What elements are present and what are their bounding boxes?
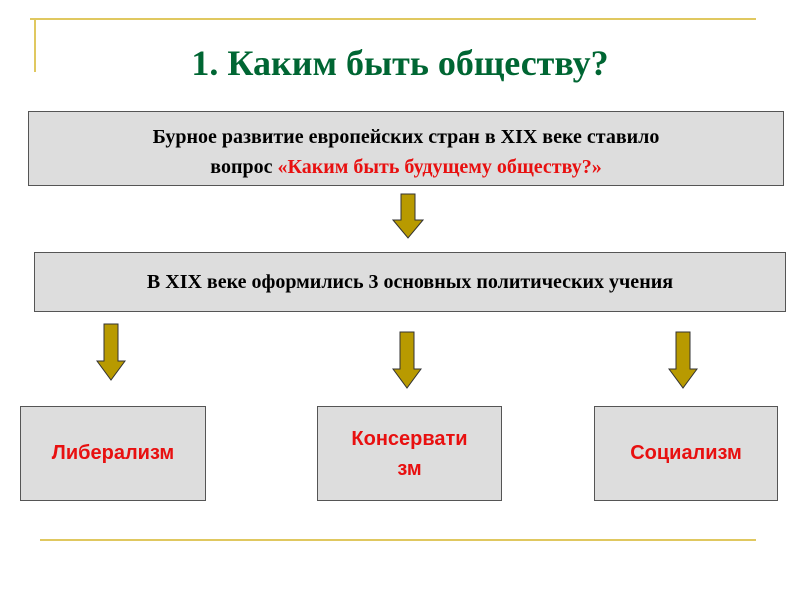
decor-left-line bbox=[34, 18, 36, 72]
down-arrow-icon bbox=[392, 331, 422, 389]
down-arrow-icon bbox=[392, 193, 424, 239]
intro-line-2: вопрос «Каким быть будущему обществу?» bbox=[29, 152, 783, 182]
intro-line-1: Бурное развитие европейских стран в XIX … bbox=[152, 126, 660, 148]
doctrine-socialism-box: Социализм bbox=[594, 406, 778, 501]
page-title: 1. Каким быть обществу? bbox=[191, 43, 609, 83]
decor-top-line bbox=[30, 18, 756, 20]
intro-line-2-text: вопрос bbox=[210, 156, 278, 178]
intro-question: «Каким быть будущему обществу?» bbox=[277, 156, 602, 178]
doctrine-conservatism-label-line2: зм bbox=[397, 457, 422, 480]
doctrine-liberalism-box: Либерализм bbox=[20, 406, 206, 501]
doctrine-liberalism-label: Либерализм bbox=[51, 442, 175, 464]
down-arrow-icon bbox=[96, 323, 126, 381]
doctrine-conservatism-box: Консервати зм bbox=[317, 406, 502, 501]
doctrine-conservatism-label-line1: Консервати bbox=[351, 427, 468, 450]
doctrines-text: В XIX веке оформились 3 основных политич… bbox=[146, 270, 674, 293]
intro-box: Бурное развитие европейских стран в XIX … bbox=[28, 111, 784, 186]
doctrine-socialism-label: Социализм bbox=[630, 442, 742, 464]
decor-bottom-line bbox=[40, 539, 756, 541]
down-arrow-icon bbox=[668, 331, 698, 389]
doctrines-box: В XIX веке оформились 3 основных политич… bbox=[34, 252, 786, 312]
